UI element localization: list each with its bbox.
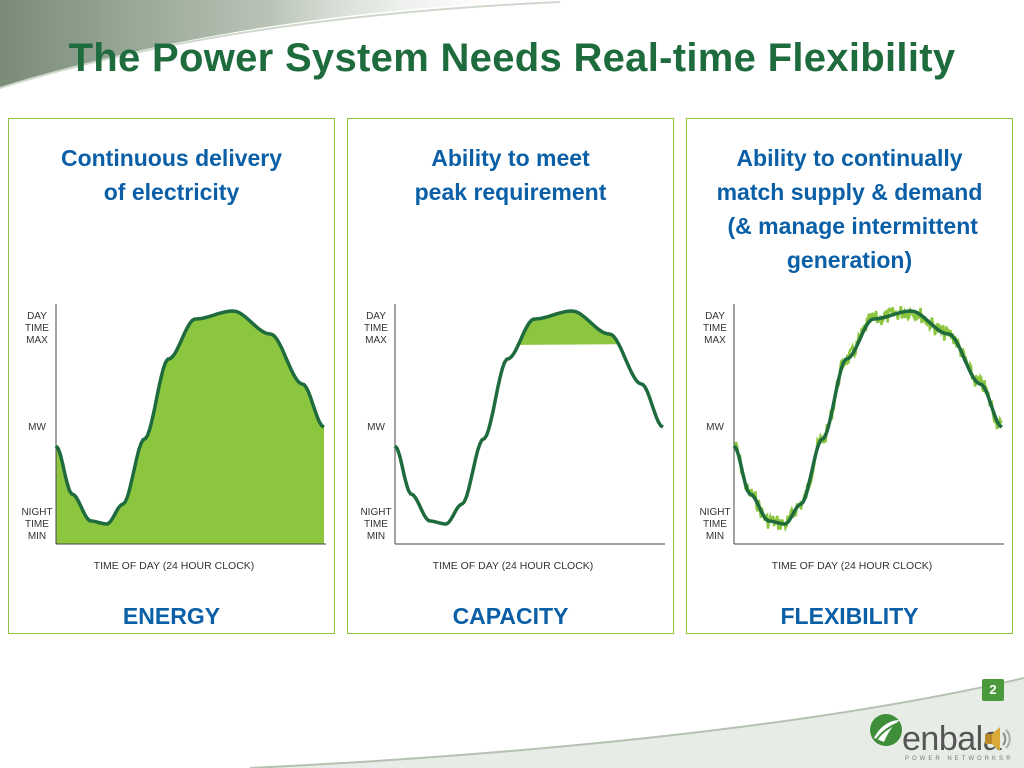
- y-axis-label-min: TIME: [25, 519, 49, 530]
- slide-title: The Power System Needs Real-time Flexibi…: [68, 36, 956, 80]
- y-axis-label-max: DAY: [366, 311, 386, 322]
- heading-line: Ability to meet: [431, 145, 590, 171]
- panel-label: CAPACITY: [452, 603, 569, 629]
- y-axis-label-max: TIME: [703, 323, 727, 334]
- heading-line: (& manage intermittent: [721, 213, 978, 239]
- panel-heading: Ability to continually match supply & de…: [687, 141, 1012, 277]
- heading-line: Continuous delivery: [60, 145, 283, 171]
- y-axis-label-min: MIN: [28, 531, 46, 542]
- y-axis-label-mw: MW: [706, 422, 724, 433]
- panel-label: ENERGY: [122, 603, 221, 629]
- x-axis-label: TIME OF DAY (24 HOUR CLOCK): [433, 560, 594, 572]
- y-axis-label-max: TIME: [25, 323, 49, 334]
- y-axis-label-max: DAY: [705, 311, 725, 322]
- y-axis-label-max: MAX: [26, 335, 48, 346]
- peak-capacity-fill: [518, 311, 619, 345]
- y-axis-label-min: NIGHT: [699, 507, 730, 518]
- speaker-icon[interactable]: [982, 724, 1012, 754]
- heading-line: generation): [786, 247, 913, 273]
- panel-heading: Ability to meet peak requirement: [348, 141, 673, 209]
- demand-curve: [393, 309, 664, 526]
- header-swoosh-decoration: [0, 0, 561, 89]
- x-axis-label: TIME OF DAY (24 HOUR CLOCK): [94, 560, 255, 572]
- y-axis-label-min: MIN: [706, 531, 724, 542]
- y-axis-label-min: TIME: [364, 519, 388, 530]
- y-axis-label-max: MAX: [365, 335, 387, 346]
- y-axis-label-min: MIN: [367, 531, 385, 542]
- logo-tagline: POWER NETWORKS®: [905, 756, 1014, 762]
- y-axis-label-max: DAY: [27, 311, 47, 322]
- heading-line: of electricity: [103, 179, 240, 205]
- enbala-leaf-logo-icon: [870, 714, 902, 746]
- supply-noisy-curve: [732, 306, 1003, 533]
- panel-heading: Continuous delivery of electricity: [9, 141, 334, 209]
- footer-swoosh-decoration: [249, 677, 1024, 768]
- demand-curve: [54, 309, 325, 526]
- panel-label: FLEXIBILITY: [780, 603, 919, 629]
- x-axis-label: TIME OF DAY (24 HOUR CLOCK): [772, 560, 933, 572]
- page-number: 2: [982, 679, 1004, 701]
- flexibility-panel: Ability to continually match supply & de…: [686, 118, 1013, 634]
- y-axis-label-min: NIGHT: [21, 507, 52, 518]
- y-axis-label-mw: MW: [367, 422, 385, 433]
- heading-line: peak requirement: [414, 179, 607, 205]
- y-axis-label-mw: MW: [28, 422, 46, 433]
- y-axis-label-max: MAX: [704, 335, 726, 346]
- y-axis-label-min: TIME: [703, 519, 727, 530]
- demand-curve: [732, 309, 1003, 526]
- y-axis-label-min: NIGHT: [360, 507, 391, 518]
- energy-area-fill: [56, 311, 324, 544]
- y-axis-label-max: TIME: [364, 323, 388, 334]
- heading-line: Ability to continually: [736, 145, 963, 171]
- heading-line: match supply & demand: [716, 179, 983, 205]
